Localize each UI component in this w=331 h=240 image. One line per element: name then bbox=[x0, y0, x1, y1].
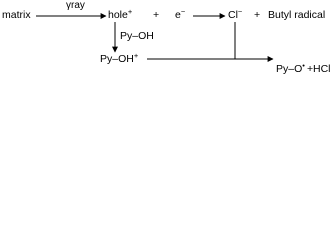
pyo-radical-label: Py–O bbox=[276, 63, 303, 75]
chloride-charge: − bbox=[237, 7, 243, 16]
chloride-label: Cl bbox=[228, 9, 238, 21]
pyoh-cation-charge: + bbox=[133, 51, 139, 60]
plus-sign: + bbox=[307, 63, 314, 75]
butyl-radical-label: Butyl radical bbox=[268, 9, 326, 21]
reaction-scheme: matrix γray hole+ + e− Cl− + Butyl radic… bbox=[0, 0, 331, 76]
pyoh-cation-label: Py–OH bbox=[100, 53, 134, 65]
pyo-radical-species: Py–O• bbox=[276, 61, 305, 75]
plus-sign: + bbox=[153, 9, 160, 21]
electron-species: e− bbox=[175, 7, 186, 21]
plus-sign: + bbox=[254, 9, 261, 21]
electron-charge: − bbox=[180, 7, 186, 16]
hcl-label: HCl bbox=[313, 63, 331, 75]
chloride-species: Cl− bbox=[228, 7, 243, 21]
reaction-arrows bbox=[36, 13, 274, 62]
matrix-label: matrix bbox=[2, 9, 31, 21]
electron-label: e bbox=[175, 9, 181, 21]
hole-label: hole bbox=[108, 9, 128, 21]
hole-species: hole+ bbox=[108, 7, 133, 21]
hole-charge: + bbox=[127, 7, 133, 16]
pyoh-reagent-label: Py–OH bbox=[120, 30, 154, 42]
pyoh-cation-species: Py–OH+ bbox=[100, 51, 139, 65]
gamma-ray-label: γray bbox=[66, 0, 85, 11]
pyo-radical-dot: • bbox=[302, 61, 305, 70]
